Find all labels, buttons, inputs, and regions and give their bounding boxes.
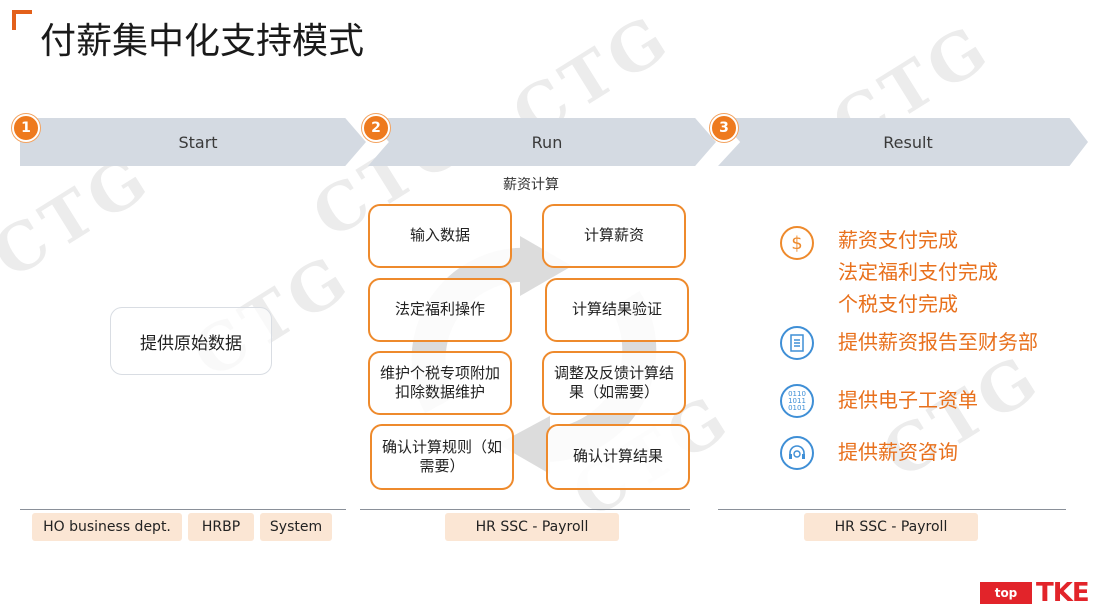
run-step-box: 输入数据 [368, 204, 512, 268]
result-item: $ 薪资支付完成 法定福利支付完成 个税支付完成 [780, 226, 998, 320]
step-number-badge: 3 [710, 114, 738, 142]
step-number-badge: 2 [362, 114, 390, 142]
run-subtitle: 薪资计算 [503, 177, 559, 193]
owner-tag: HO business dept. [32, 513, 182, 541]
result-text: 薪资支付完成 法定福利支付完成 个税支付完成 [838, 224, 998, 320]
step-number-badge: 1 [12, 114, 40, 142]
result-line: 薪资支付完成 [838, 228, 958, 252]
owner-tag: HRBP [188, 513, 254, 541]
step-label: Run [531, 132, 563, 152]
result-line: 提供薪资报告至财务部 [838, 330, 1038, 354]
page-title: 付薪集中化支持模式 [40, 21, 365, 62]
result-item: 提供薪资报告至财务部 [780, 326, 1038, 360]
run-step-box: 调整及反馈计算结果（如需要） [542, 351, 686, 415]
result-line: 提供电子工资单 [838, 388, 978, 412]
dollar-icon: $ [780, 226, 814, 260]
run-step-box: 计算结果验证 [545, 278, 689, 342]
step-label: Result [883, 132, 933, 152]
divider [360, 509, 690, 510]
divider [718, 509, 1066, 510]
owner-tag: HR SSC - Payroll [445, 513, 619, 541]
run-step-box: 维护个税专项附加扣除数据维护 [368, 351, 512, 415]
result-line: 法定福利支付完成 [838, 260, 998, 284]
step-start-header: Start [20, 118, 366, 166]
run-step-box: 法定福利操作 [368, 278, 512, 342]
owner-tag: System [260, 513, 332, 541]
headset-icon [780, 436, 814, 470]
step-label: Start [178, 132, 218, 152]
owner-tag: HR SSC - Payroll [804, 513, 978, 541]
run-step-box: 计算薪资 [542, 204, 686, 268]
result-item: 提供薪资咨询 [780, 436, 958, 470]
step-run-header: Run [368, 118, 716, 166]
result-text: 提供薪资报告至财务部 [838, 326, 1038, 358]
award-logo: top [980, 582, 1032, 604]
result-line: 提供薪资咨询 [838, 440, 958, 464]
document-icon [780, 326, 814, 360]
result-line: 个税支付完成 [838, 292, 958, 316]
start-box: 提供原始数据 [110, 307, 272, 375]
result-text: 提供电子工资单 [838, 384, 978, 416]
run-step-box: 确认计算结果 [546, 424, 690, 490]
run-step-box: 确认计算规则（如需要） [370, 424, 514, 490]
title-corner-mark [12, 10, 32, 30]
divider [20, 509, 346, 510]
step-result-header: Result [718, 118, 1088, 166]
tke-logo: TKE [1036, 578, 1090, 608]
result-text: 提供薪资咨询 [838, 436, 958, 468]
